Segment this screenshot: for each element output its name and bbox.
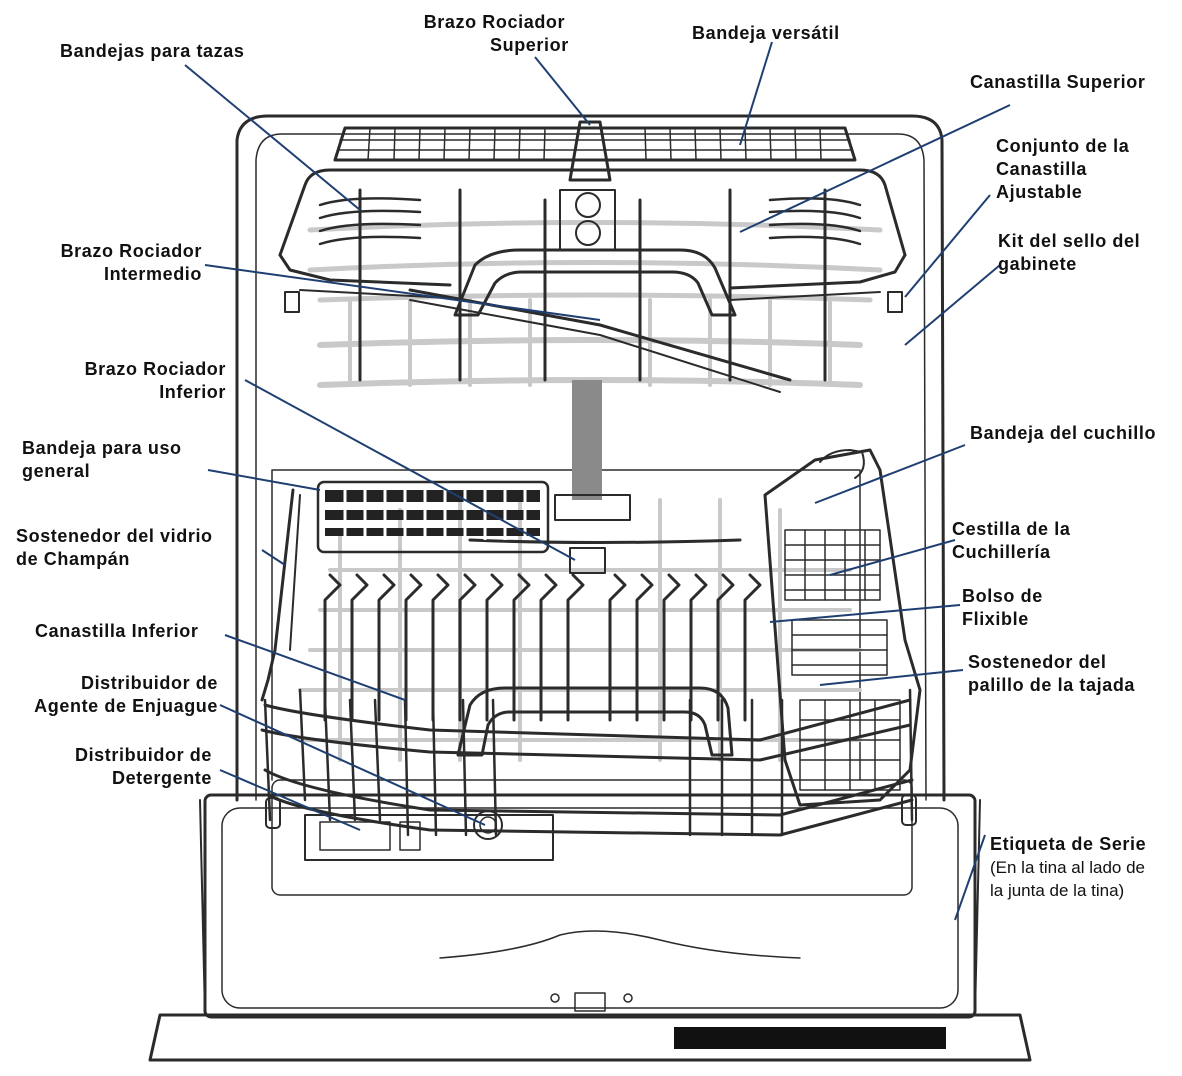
background-rack-upper — [307, 220, 883, 388]
lower-basket-frame — [260, 488, 917, 837]
label-brazo-rociador-superior: Brazo Rociador Superior — [420, 11, 569, 57]
label-line: Bandeja del cuchillo — [970, 423, 1157, 443]
label-line: Ajustable — [996, 182, 1083, 202]
label-brazo-rociador-intermedio: Brazo Rociador Intermedio — [42, 240, 202, 286]
upper-basket-handle — [453, 248, 737, 317]
label-line: Bandejas para tazas — [60, 41, 245, 61]
label-conjunto-canastilla-ajustable: Conjunto de la Canastilla Ajustable — [996, 135, 1129, 204]
label-bandeja-del-cuchillo: Bandeja del cuchillo — [970, 422, 1156, 445]
label-sostenedor-vidrio-champan: Sostenedor del vidrio de Champán — [16, 525, 213, 571]
label-line: Sostenedor del vidrio — [16, 526, 213, 546]
label-line: Cuchillería — [952, 542, 1051, 562]
label-note-line: la junta de la tina) — [990, 881, 1125, 900]
label-bolso-flexible: Bolso de Flixible — [962, 585, 1043, 631]
label-line: general — [22, 461, 91, 481]
label-distribuidor-detergente: Distribuidor de Detergente — [40, 744, 212, 790]
label-distribuidor-agente-enjuague: Distribuidor de Agente de Enjuague — [6, 672, 218, 718]
label-line: Brazo Rociador — [84, 359, 226, 379]
label-line: Kit del sello del — [998, 231, 1141, 251]
label-line: Bandeja versátil — [692, 23, 840, 43]
label-line: Brazo Rociador — [60, 241, 202, 261]
serial-bar — [674, 1027, 946, 1049]
label-line: Intermedio — [103, 264, 202, 284]
label-line: Distribuidor de — [74, 745, 212, 765]
general-purpose-tray — [316, 480, 550, 554]
lower-spray-arm — [468, 538, 742, 574]
upper-basket — [278, 168, 907, 382]
label-line: Conjunto de la — [996, 136, 1130, 156]
lower-basket-handle — [456, 686, 734, 757]
label-line: gabinete — [998, 254, 1077, 274]
label-line: Sostenedor del — [968, 652, 1107, 672]
label-line: Flixible — [962, 609, 1029, 629]
label-line: Cestilla de la — [952, 519, 1071, 539]
label-etiqueta-de-serie: Etiqueta de Serie (En la tina al lado de… — [990, 833, 1146, 902]
label-cestilla-cuchilleria: Cestilla de la Cuchillería — [952, 518, 1070, 564]
label-line: Superior — [490, 35, 569, 55]
label-line: Bolso de — [962, 586, 1043, 606]
label-line: Detergente — [111, 768, 212, 788]
label-bandejas-para-tazas: Bandejas para tazas — [60, 40, 244, 63]
label-bandeja-versatil: Bandeja versátil — [692, 22, 840, 45]
label-line: Distribuidor de — [80, 673, 218, 693]
label-canastilla-inferior: Canastilla Inferior — [35, 620, 198, 643]
label-line: Agente de Enjuague — [34, 696, 218, 716]
label-bandeja-uso-general: Bandeja para uso general — [22, 437, 182, 483]
label-line: Canastilla Inferior — [35, 621, 199, 641]
label-canastilla-superior: Canastilla Superior — [970, 71, 1145, 94]
label-line: Inferior — [159, 382, 226, 402]
label-line: Bandeja para uso — [22, 438, 182, 458]
label-brazo-rociador-inferior: Brazo Rociador Inferior — [66, 358, 226, 404]
leader-lines — [184, 41, 1011, 921]
label-kit-sello-gabinete: Kit del sello del gabinete — [998, 230, 1140, 276]
label-line: palillo de la tajada — [968, 675, 1136, 695]
tub — [235, 114, 946, 896]
lower-basket-tines — [298, 573, 784, 837]
top-versatile-tray — [333, 120, 857, 182]
label-line: de Champán — [16, 549, 131, 569]
label-sostenedor-palillo-tajada: Sostenedor del palillo de la tajada — [968, 651, 1135, 697]
door-frame — [148, 793, 1032, 1062]
label-line: Canastilla Superior — [970, 72, 1146, 92]
label-line: Canastilla — [996, 159, 1088, 179]
dispensers — [304, 810, 554, 861]
label-note-line: (En la tina al lado de — [990, 858, 1145, 877]
cutlery-basket — [763, 448, 922, 807]
label-line: Brazo Rociador — [423, 12, 566, 32]
label-line: Etiqueta de Serie — [990, 834, 1147, 854]
